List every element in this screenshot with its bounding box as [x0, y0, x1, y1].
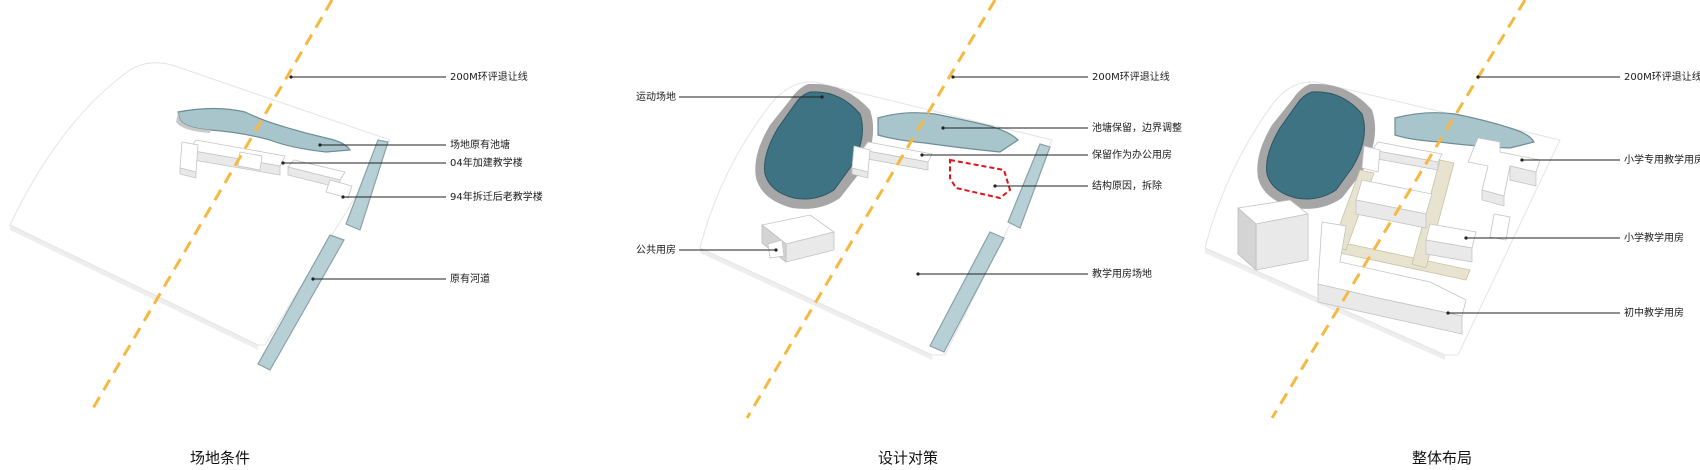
label-existing-river: 原有河道 [450, 272, 490, 285]
label-primary-special: 小学专用教学用房 [1624, 153, 1700, 166]
setback-line-200m [745, 0, 997, 419]
building-2004-addition [179, 139, 286, 179]
existing-office-building [1361, 141, 1443, 173]
panel-overall-layout: 200M环评退让线 小学专用教学用房 小学教学用房 初中教学用房 整体布局 [1204, 0, 1700, 467]
label-junior-high: 初中教学用房 [1624, 306, 1684, 319]
setback-line-200m [1270, 0, 1527, 419]
pond-bank [176, 112, 210, 133]
existing-river-lower [257, 234, 345, 371]
site-ground [9, 62, 391, 346]
label-setback-line: 200M环评退让线 [1624, 70, 1700, 83]
panel-site-conditions: 200M环评退让线 场地原有池塘 04年加建教学楼 94年拆迁后老教学楼 原有河… [9, 0, 543, 467]
building-retained-office [851, 141, 933, 179]
label-setback-line: 200M环评退让线 [450, 70, 528, 83]
label-setback-line: 200M环评退让线 [1092, 70, 1170, 83]
label-retained-office: 保留作为办公用房 [1092, 148, 1172, 161]
pond [1394, 112, 1535, 149]
label-teaching-site: 教学用房场地 [1092, 267, 1152, 280]
junior-high-building [1237, 199, 1467, 335]
river-lower [929, 231, 1005, 353]
layout-ground-edge [1205, 248, 1445, 360]
public-building [761, 214, 835, 263]
site-ground-edge [10, 225, 258, 350]
label-1994-building: 94年拆迁后老教学楼 [450, 190, 543, 203]
caption-design-strategy: 设计对策 [878, 449, 938, 467]
sports-field [1257, 83, 1376, 209]
label-public-building: 公共用房 [636, 243, 676, 256]
sports-field [755, 83, 874, 209]
existing-pond [177, 107, 352, 153]
panel-design-strategy: 运动场地 公共用房 200M环评退让线 池塘保留，边界调整 保留作为办公用房 结… [636, 0, 1182, 467]
label-existing-pond: 场地原有池塘 [450, 138, 510, 151]
primary-special-building [1467, 137, 1541, 207]
label-primary-teaching: 小学教学用房 [1624, 231, 1684, 244]
pond-retained [877, 112, 1019, 153]
label-sports-field: 运动场地 [636, 90, 676, 103]
label-demolish: 结构原因，拆除 [1092, 179, 1162, 192]
caption-site-conditions: 场地条件 [190, 449, 250, 467]
building-1994-old [287, 159, 353, 199]
label-2004-building: 04年加建教学楼 [450, 156, 523, 169]
strategy-ground [699, 81, 1053, 356]
label-pond-retained: 池塘保留，边界调整 [1092, 121, 1182, 134]
primary-teaching-building [1355, 179, 1511, 263]
demolition-outline [949, 158, 1012, 200]
caption-overall-layout: 整体布局 [1412, 449, 1472, 467]
strategy-ground-edge [700, 248, 932, 360]
